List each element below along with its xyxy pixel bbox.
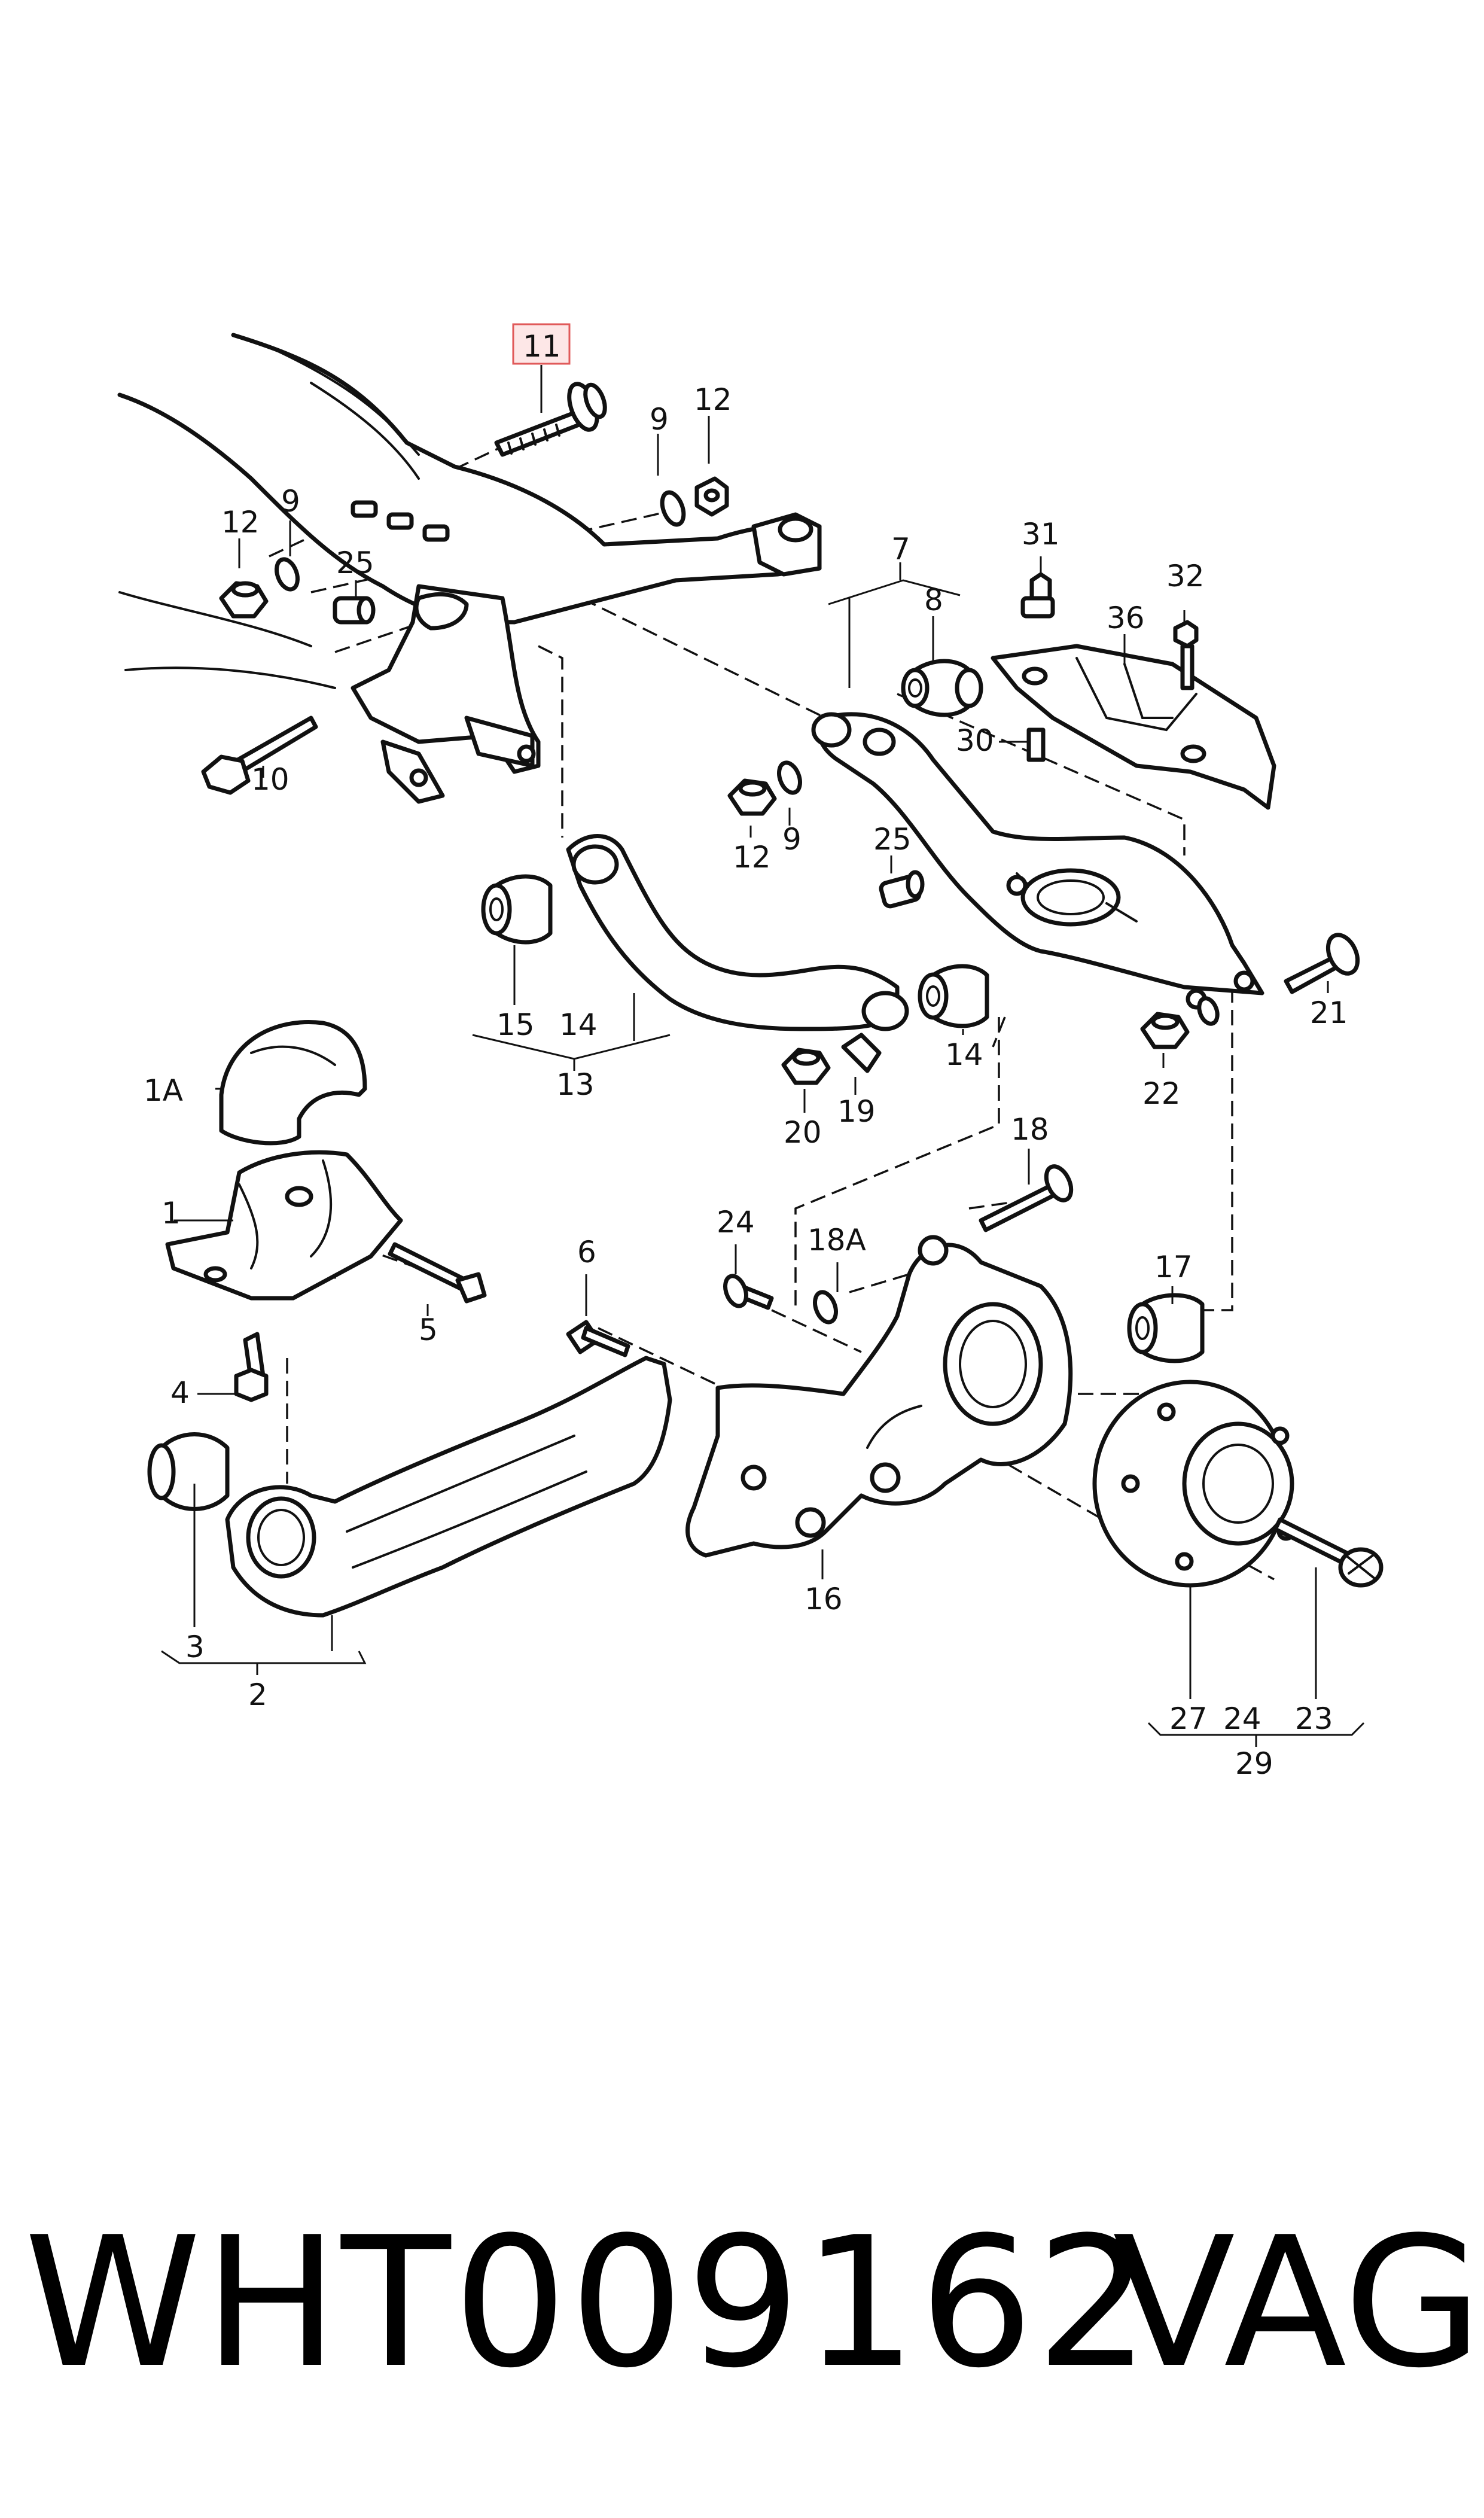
highlight-box-11 bbox=[512, 323, 571, 365]
mount-1 bbox=[165, 1150, 487, 1402]
callout-21: 21 bbox=[1310, 995, 1348, 1030]
subframe-hardware bbox=[201, 476, 729, 795]
callout-leaders bbox=[161, 365, 1365, 1747]
callout-13: 13 bbox=[556, 1067, 595, 1102]
callout-1: 1 bbox=[161, 1196, 181, 1231]
callout-30: 30 bbox=[956, 723, 994, 758]
rear-subframe bbox=[117, 333, 822, 804]
wheel-carrier-16 bbox=[685, 1235, 1073, 1558]
spring-seat-1A bbox=[219, 1020, 367, 1146]
footer: WHT009162 VAG bbox=[24, 2213, 1483, 2465]
callout-27: 27 bbox=[1169, 1701, 1208, 1736]
callout-16: 16 bbox=[805, 1582, 843, 1616]
upper-arm-hardware bbox=[727, 760, 1360, 1049]
lower-link-13 bbox=[481, 834, 989, 1085]
callout-36: 36 bbox=[1107, 601, 1145, 635]
upper-control-arm-7 bbox=[811, 659, 1264, 1010]
callout-6: 6 bbox=[577, 1235, 596, 1269]
bolt-11 bbox=[494, 382, 607, 457]
callout-11: 11 bbox=[523, 329, 561, 364]
trailing-arm-2 bbox=[147, 1320, 672, 1618]
callout-14: 14 bbox=[559, 1007, 598, 1042]
callout-24: 24 bbox=[717, 1205, 755, 1240]
callout-32: 32 bbox=[1166, 559, 1205, 593]
callout-18: 18 bbox=[1011, 1112, 1049, 1147]
brand-name: VAG bbox=[1113, 2199, 1483, 2407]
callout-23: 23 bbox=[1295, 1701, 1333, 1736]
callout-25: 25 bbox=[873, 822, 912, 857]
callout-20: 20 bbox=[784, 1115, 822, 1150]
callout-1A: 1A bbox=[144, 1073, 183, 1108]
wheel-hub-29 bbox=[1092, 1380, 1384, 1588]
callout-14: 14 bbox=[945, 1037, 983, 1072]
callout-labels: 11 12 9 12 9 25 10 7 8 31 32 36 30 12 9 … bbox=[144, 323, 1348, 1781]
callout-4: 4 bbox=[170, 1375, 190, 1410]
callout-9: 9 bbox=[782, 822, 802, 857]
callout-29: 29 bbox=[1235, 1746, 1273, 1781]
callout-12: 12 bbox=[733, 840, 771, 875]
callout-17: 17 bbox=[1154, 1250, 1193, 1284]
carrier-hardware bbox=[723, 1164, 1205, 1363]
part-number: WHT009162 bbox=[24, 2199, 1153, 2407]
callout-12: 12 bbox=[694, 382, 732, 417]
callout-19: 19 bbox=[837, 1094, 876, 1129]
callout-8: 8 bbox=[924, 583, 943, 617]
callout-15: 15 bbox=[496, 1007, 535, 1042]
callout-9: 9 bbox=[650, 402, 669, 437]
callout-7: 7 bbox=[891, 532, 910, 567]
callout-25: 25 bbox=[336, 546, 374, 580]
callout-24: 24 bbox=[1223, 1701, 1261, 1736]
callout-10: 10 bbox=[251, 762, 290, 797]
callout-12: 12 bbox=[221, 505, 260, 540]
callout-9: 9 bbox=[281, 484, 300, 519]
callout-18A: 18A bbox=[807, 1223, 866, 1258]
callout-2: 2 bbox=[248, 1677, 267, 1712]
callout-5: 5 bbox=[419, 1313, 438, 1347]
callout-31: 31 bbox=[1022, 517, 1060, 552]
bracket-36 bbox=[991, 572, 1276, 810]
callout-22: 22 bbox=[1142, 1076, 1181, 1111]
callout-3: 3 bbox=[185, 1630, 205, 1664]
